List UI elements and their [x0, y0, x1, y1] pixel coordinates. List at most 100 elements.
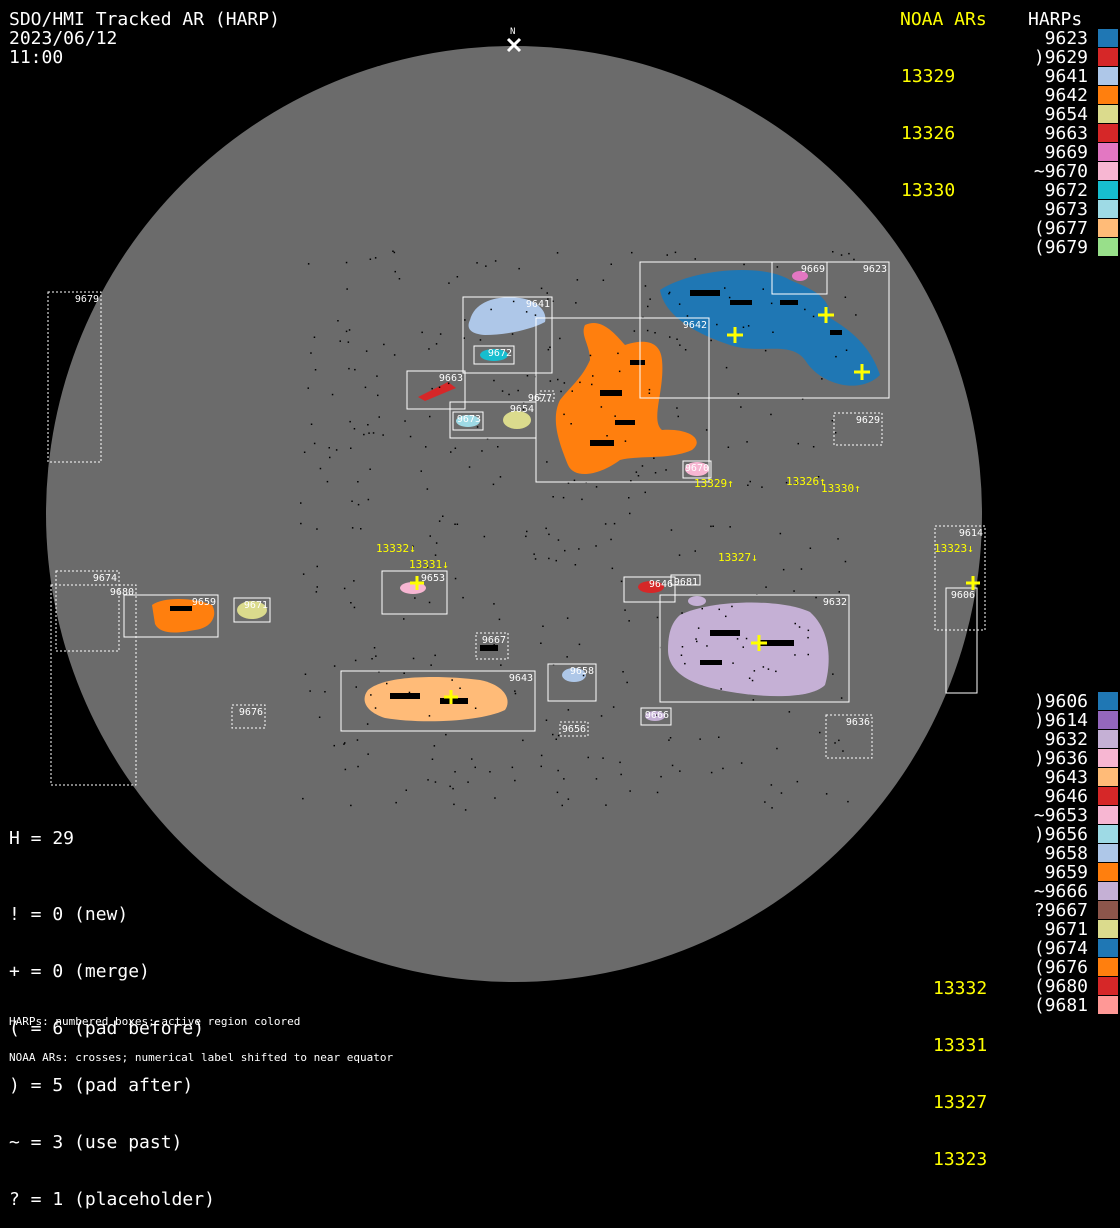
- noaa-region-labels: 13329↑13326↑13330↑13332↓13331↓13327↓1332…: [376, 475, 974, 571]
- harp-legend-label: 9646: [1044, 786, 1088, 807]
- harp-box-9623: [639, 261, 890, 399]
- harp-legend-label: )9606: [1033, 691, 1088, 712]
- harp-box-9646: [623, 576, 676, 603]
- active-region-patches: [152, 269, 880, 722]
- harp-legend-row: 9643: [1034, 767, 1118, 788]
- harp-legend-label: (9680: [1033, 976, 1088, 997]
- region-9623-patch: [660, 269, 880, 386]
- observation-date: 2023/06/12: [9, 28, 118, 49]
- harp-color-swatch: [1098, 787, 1118, 805]
- harp-box-9669: [771, 261, 828, 295]
- harp-box-label: 9646: [649, 579, 673, 590]
- harp-color-swatch: [1098, 977, 1118, 995]
- harp-box-9658: [547, 663, 597, 702]
- region-9641-patch: [468, 297, 546, 335]
- harp-legend-label: )9636: [1033, 748, 1088, 769]
- noaa-cross: [818, 307, 834, 323]
- noaa-region-label: 13326↑: [786, 475, 826, 488]
- harp-legend-row: 9659: [1034, 863, 1118, 882]
- harp-color-swatch: [1098, 901, 1118, 919]
- figure-title: SDO/HMI Tracked AR (HARP): [9, 9, 280, 30]
- harp-color-swatch: [1098, 105, 1118, 123]
- harp-box-label: 9670: [685, 463, 709, 474]
- harp-legend-label: ~9666: [1033, 881, 1088, 902]
- harp-box-9653: [381, 570, 448, 615]
- harp-box-9673: [452, 411, 484, 431]
- harp-box-label: 9623: [863, 264, 887, 275]
- harp-box-9676: [231, 704, 266, 729]
- harp-box-label: 9614: [959, 528, 983, 539]
- footer-line: NOAA ARs: crosses; numerical label shift…: [9, 1051, 394, 1064]
- harp-legend-row: 9654: [1034, 105, 1118, 124]
- harp-legend-row: 9671: [1034, 919, 1118, 940]
- harp-box-label: 9667: [482, 635, 506, 646]
- noaa-region-label: 13332↓: [376, 542, 416, 555]
- noaa-entry: 13332: [933, 978, 988, 999]
- harp-legend-label: )9629: [1033, 47, 1088, 68]
- status-legend-line: ! = 0 (new): [9, 904, 129, 925]
- harp-legend-row: (9681: [1034, 996, 1118, 1015]
- harp-box-label: 9681: [674, 577, 698, 588]
- harp-legend-label: 9663: [1044, 123, 1088, 144]
- noaa-cross: [444, 690, 458, 704]
- harp-legend-row: 9632: [1034, 730, 1118, 749]
- noaa-entry: 13330: [901, 180, 956, 201]
- harp-box-label: 9654: [510, 404, 534, 415]
- harp-legend-label: 9643: [1044, 767, 1088, 788]
- harp-legend-label: 9641: [1044, 66, 1088, 87]
- noaa-region-label: 13331↓: [409, 558, 449, 571]
- harp-box-label: 9666: [645, 710, 669, 721]
- solar-disk: [46, 46, 982, 982]
- harp-legend-row: 9642: [1034, 85, 1118, 106]
- noaa-entry: 13327: [933, 1092, 988, 1113]
- harp-box-9642: [535, 317, 710, 483]
- status-legend-line: + = 0 (merge): [9, 961, 150, 982]
- noaa-entry: 13323: [933, 1149, 988, 1170]
- harp-legend-row: )9614: [1033, 710, 1118, 731]
- harp-color-swatch: [1098, 200, 1118, 218]
- harp-legend-label: 9642: [1044, 85, 1088, 106]
- harp-legend-label: ?9667: [1033, 900, 1088, 921]
- harp-legend-row: (9679: [1033, 237, 1118, 258]
- noaa-crosses: [410, 307, 980, 704]
- harp-header: HARPs: [1028, 9, 1083, 30]
- harp-box-9614: [934, 525, 986, 631]
- harp-box-label: 9629: [856, 415, 880, 426]
- region-9670-patch: [685, 462, 709, 476]
- harp-legend-label: 9658: [1044, 843, 1088, 864]
- harp-color-swatch: [1098, 863, 1118, 881]
- noaa-cross: [854, 364, 870, 380]
- harp-legend-label: (9679: [1033, 237, 1088, 258]
- harp-box-label: 9669: [801, 264, 825, 275]
- region-9643-patch: [364, 677, 508, 722]
- harp-legend-row: 9641: [1034, 66, 1118, 87]
- harp-legend-row: (9680: [1033, 976, 1118, 997]
- harp-box-9666: [640, 707, 672, 726]
- harp-color-swatch: [1098, 939, 1118, 957]
- north-label: N: [510, 27, 515, 37]
- harp-legend-label: ~9670: [1033, 161, 1088, 182]
- harp-legend-label: 9671: [1044, 919, 1088, 940]
- harp-box-label: 9671: [244, 600, 268, 611]
- harp-box-label: 9641: [526, 299, 550, 310]
- harp-color-swatch: [1098, 920, 1118, 938]
- harp-legend-row: 9672: [1034, 181, 1118, 200]
- harp-color-swatch: [1098, 996, 1118, 1014]
- harp-color-swatch: [1098, 692, 1118, 710]
- region-9658-patch: [562, 668, 586, 682]
- harp-color-swatch: [1098, 730, 1118, 748]
- harp-box-9629: [833, 412, 883, 446]
- harp-legend-row: ~9666: [1033, 881, 1118, 902]
- harp-legend-row: 9669: [1034, 143, 1118, 162]
- harp-color-swatch: [1098, 143, 1118, 161]
- harp-box-label: 9673: [457, 414, 481, 425]
- noaa-cross: [410, 576, 424, 590]
- harp-legend-label: )9614: [1033, 710, 1088, 731]
- noaa-region-label: 13329↑: [694, 477, 734, 490]
- region-9646-patch: [638, 581, 664, 593]
- harp-box-label: 9679: [75, 294, 99, 305]
- sunspot-speckles: [170, 250, 857, 811]
